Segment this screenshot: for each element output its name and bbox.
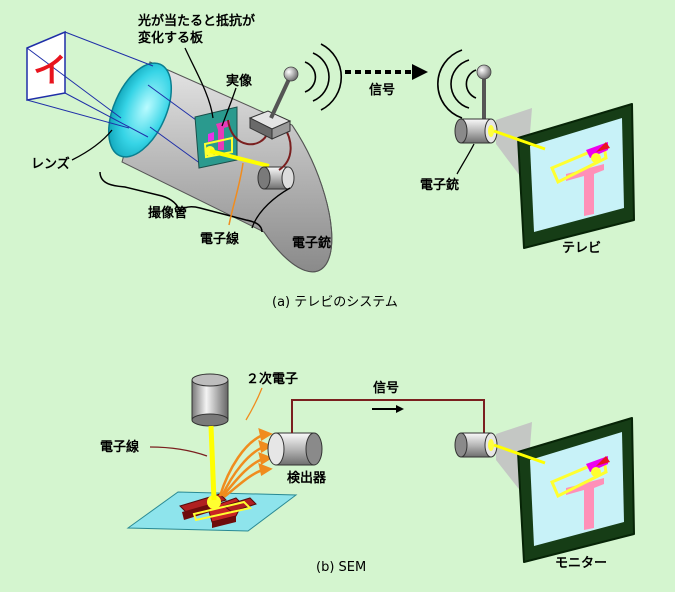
tube-bracket — [99, 171, 263, 233]
label-electron-gun-tv: 電子銃 — [420, 178, 460, 193]
detector — [267, 432, 323, 466]
tv-set — [517, 103, 635, 249]
label-tv: テレビ — [562, 241, 602, 256]
label-electron-gun-camera: 電子銃 — [292, 236, 332, 251]
label-electron-beam-a: 電子線 — [200, 232, 240, 247]
projection-lines — [26, 31, 202, 165]
label-electron-beam-b: 電子線 — [100, 440, 140, 455]
label-real-image: 実像 — [226, 74, 253, 89]
leader-electron-beam-a — [228, 162, 244, 226]
radio-waves-out — [304, 43, 342, 111]
signal-arrow-a — [345, 64, 428, 80]
label-signal-b: 信号 — [373, 381, 400, 396]
label-plate-line1: 光が当たると抵抗が — [138, 14, 256, 29]
label-plate-line2: 変化する板 — [138, 31, 204, 46]
sem-electron-beam — [208, 425, 217, 501]
label-signal-a: 信号 — [369, 83, 396, 98]
label-detector: 検出器 — [287, 471, 327, 486]
signal-arrow-b — [372, 405, 404, 413]
leader-electron-beam-b — [149, 446, 208, 457]
camera-tube — [121, 61, 333, 273]
caption-b: (b) SEM — [316, 560, 367, 575]
monitor — [517, 417, 635, 563]
caption-a: (a) テレビのシステム — [272, 295, 398, 310]
label-monitor: モニター — [555, 556, 608, 571]
lens — [107, 62, 173, 158]
tv-electron-gun — [454, 118, 546, 151]
leader-lines-a — [71, 47, 475, 229]
label-camera-tube: 撮像管 — [148, 206, 188, 221]
camera-electron-gun — [257, 166, 295, 190]
secondary-electrons — [218, 427, 273, 498]
radio-waves-in — [437, 49, 477, 119]
sem-column — [191, 373, 229, 427]
label-secondary-electrons: ２次電子 — [246, 372, 299, 387]
transmitter — [248, 66, 299, 140]
monitor-electron-gun — [454, 432, 546, 465]
leader-secondary-electrons — [245, 387, 263, 421]
receiver-antenna — [476, 64, 492, 120]
signal-wire-b — [291, 399, 485, 433]
label-lens: レンズ — [31, 157, 70, 172]
resistive-plate — [194, 106, 238, 169]
camera-electron-beam — [209, 149, 270, 168]
object-char: イ — [33, 51, 67, 91]
